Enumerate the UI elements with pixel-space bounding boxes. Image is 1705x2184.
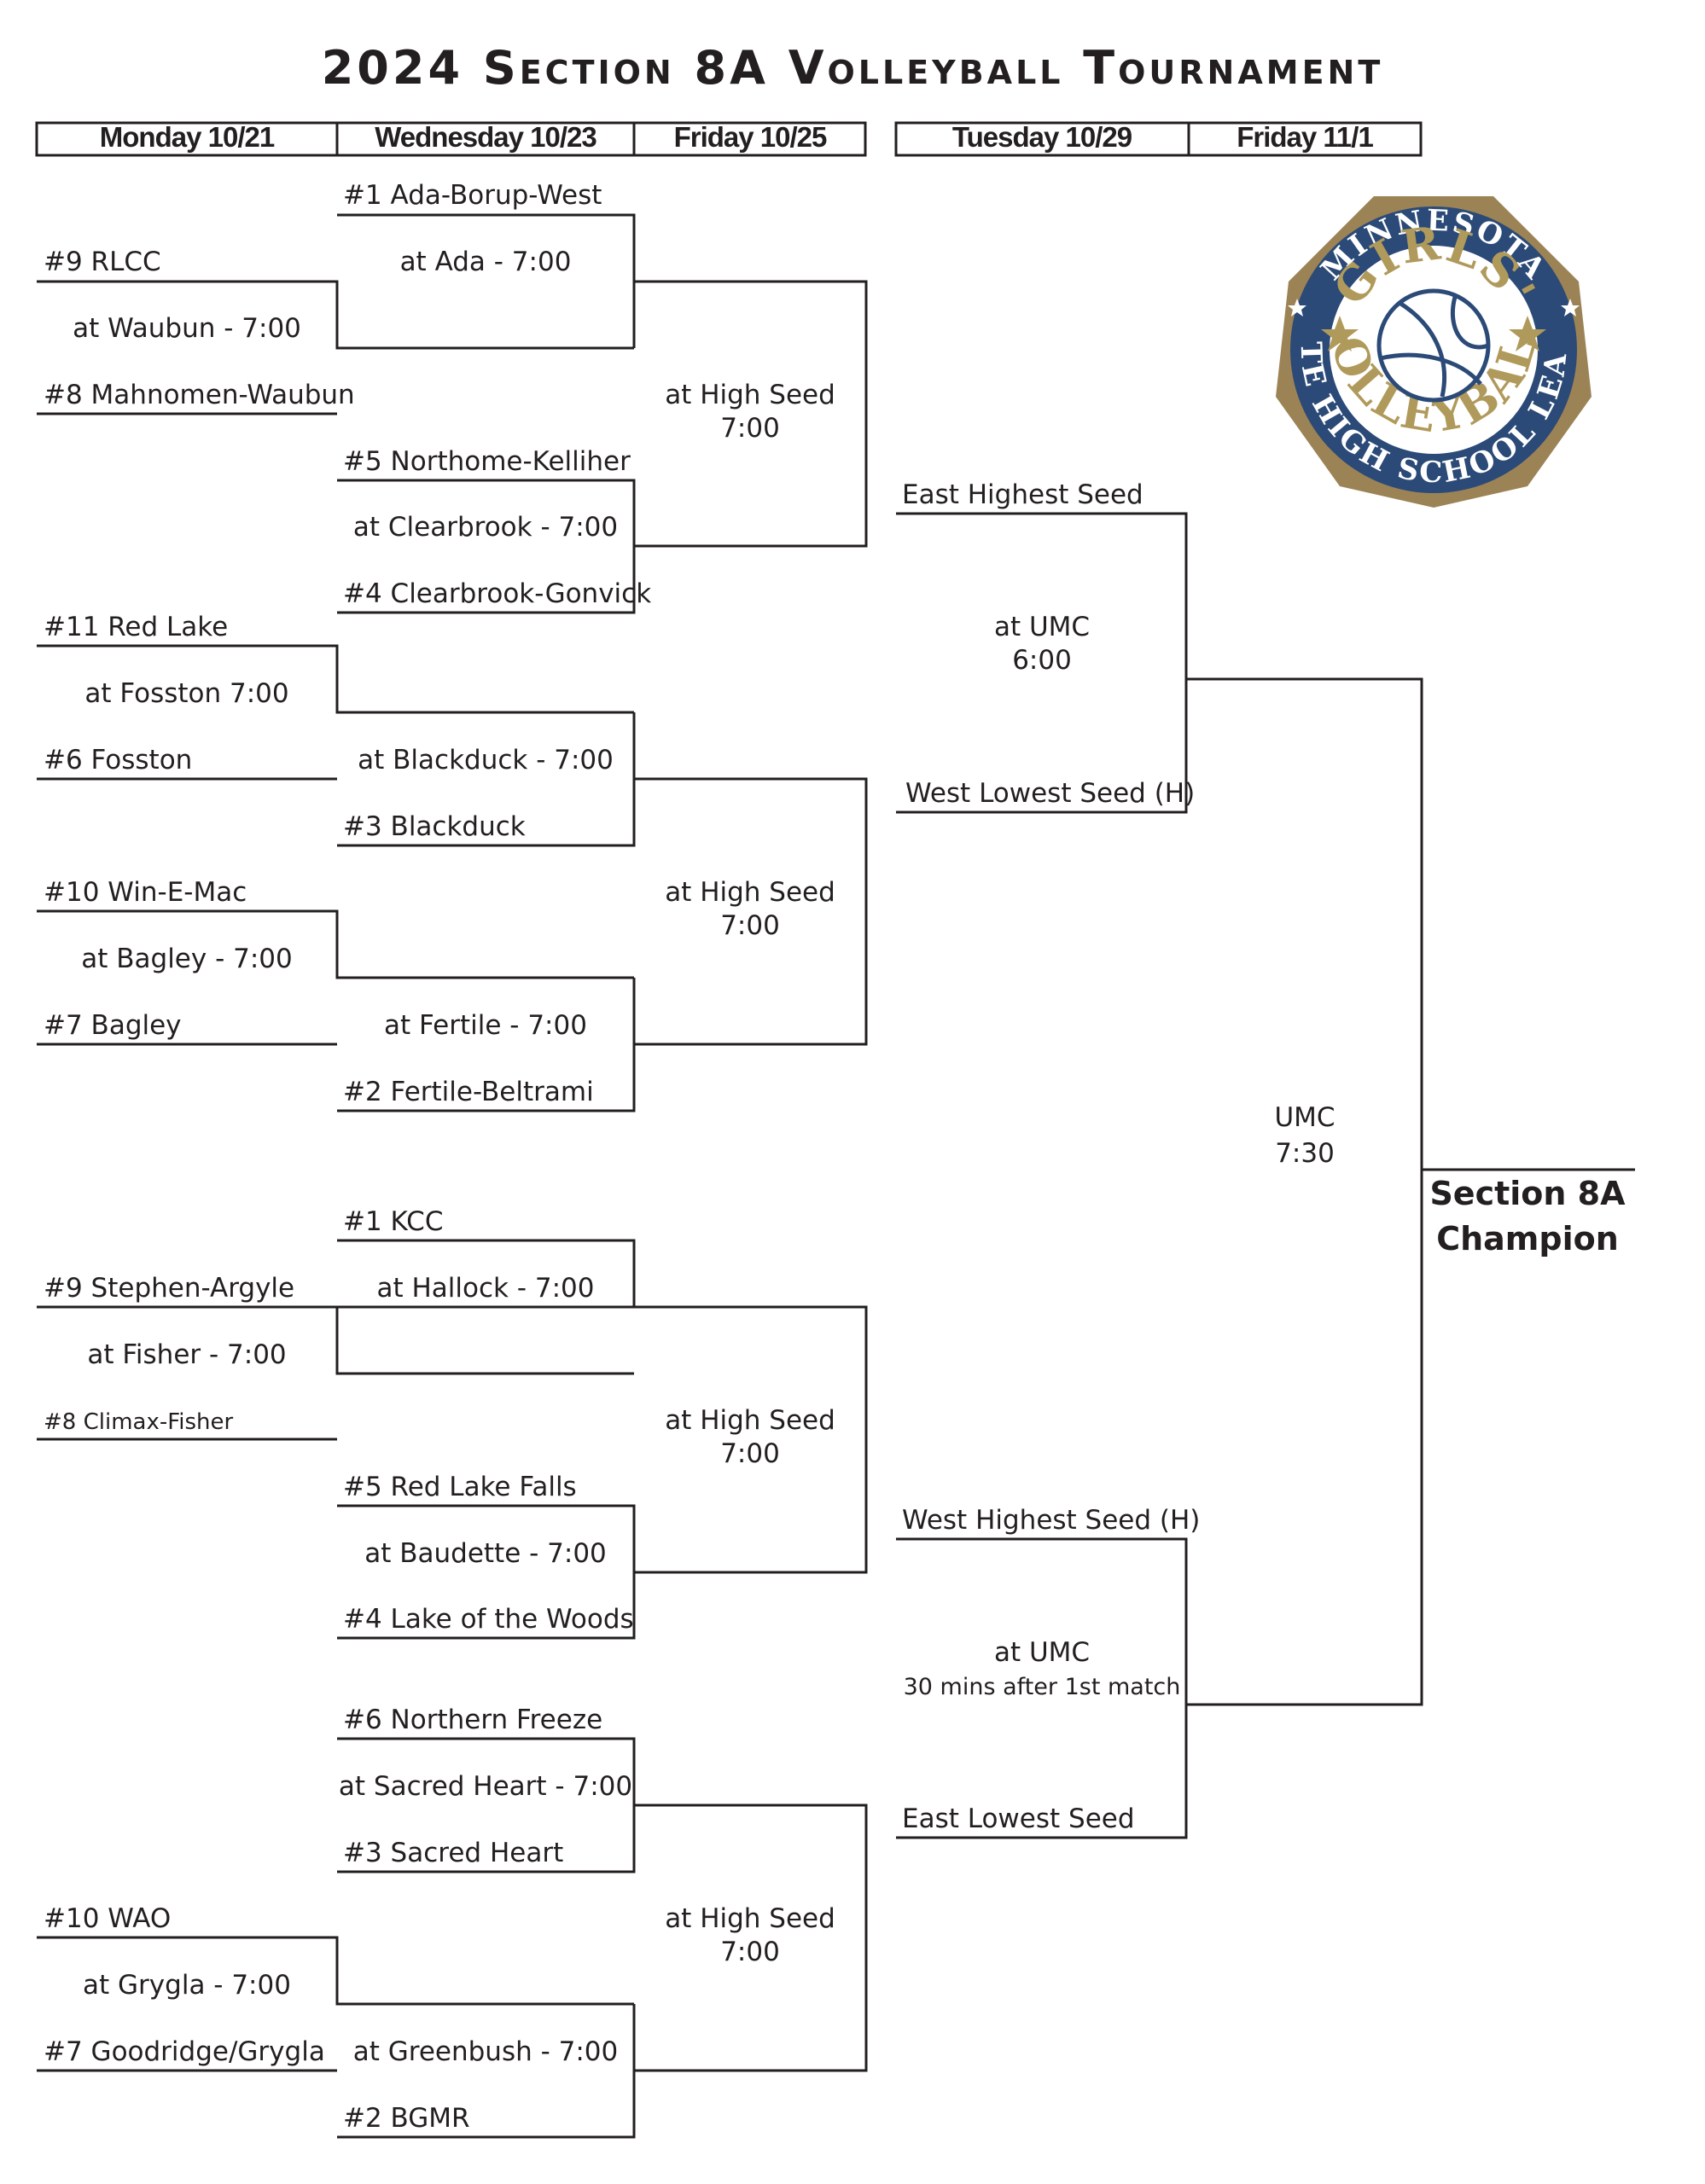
star-icon — [1288, 299, 1306, 317]
bracket-line — [37, 644, 634, 714]
star-icon — [1509, 316, 1546, 351]
semifinal-slot: East Highest Seed — [902, 479, 1143, 510]
bracket-line — [337, 1239, 636, 1309]
team-label: #9 Stephen-Argyle — [44, 1273, 294, 1304]
header-box-right — [894, 121, 1423, 157]
team-label: #3 Blackduck — [343, 811, 526, 842]
team-label: #5 Red Lake Falls — [343, 1472, 577, 1502]
bracket-line — [634, 280, 868, 548]
venue-label: at High Seed — [665, 380, 835, 410]
page-title: 2024 Section 8A Volleyball Tournament — [321, 41, 1384, 95]
semifinal-slot: West Lowest Seed (H) — [905, 778, 1195, 809]
venue-label: at Clearbrook - 7:00 — [353, 512, 618, 543]
venue-label: at Grygla - 7:00 — [83, 1970, 291, 2001]
time-label: 7:00 — [720, 1438, 780, 1469]
bracket-line — [1186, 1168, 1635, 1706]
time-label: 7:00 — [720, 413, 780, 444]
bracket-line — [896, 512, 1188, 814]
champion-label: Champion — [1436, 1220, 1619, 1258]
star-icon — [1561, 299, 1580, 317]
msh-league-logo: MINNESOTA STATE HIGH SCHOOL LEAGUE GIRLS… — [1276, 196, 1592, 508]
team-label: #3 Sacred Heart — [343, 1838, 563, 1868]
venue-label: at Ada - 7:00 — [400, 247, 572, 277]
team-label: #4 Clearbrook-Gonvick — [343, 578, 651, 609]
bracket-line — [337, 2004, 636, 2139]
bracket-line — [634, 1305, 868, 1574]
venue-label: UMC — [1274, 1102, 1335, 1133]
bracket-line — [337, 978, 636, 1112]
venue-label: at Sacred Heart - 7:00 — [339, 1771, 632, 1802]
team-label: #11 Red Lake — [44, 612, 228, 642]
team-label: #10 Win-E-Mac — [44, 877, 247, 908]
team-label: #1 Ada-Borup-West — [343, 180, 602, 211]
semifinal-slot: West Highest Seed (H) — [902, 1505, 1200, 1536]
venue-label: at Greenbush - 7:00 — [353, 2036, 619, 2067]
bracket-line — [337, 1504, 636, 1640]
star-icon — [1321, 316, 1359, 351]
volleyball-icon — [1376, 288, 1491, 403]
team-label: #2 Fertile-Beltrami — [343, 1077, 594, 1107]
header-wednesday: Wednesday 10/23 — [375, 121, 596, 153]
time-label: 6:00 — [1012, 645, 1072, 676]
time-label: 7:00 — [720, 910, 780, 941]
time-label: 30 mins after 1st match — [904, 1674, 1181, 1700]
venue-label: at Fosston 7:00 — [84, 678, 288, 709]
bracket-line — [37, 280, 634, 350]
team-label: #1 KCC — [343, 1206, 443, 1237]
team-label: #8 Mahnomen-Waubun — [44, 380, 355, 410]
bracket-line — [634, 1804, 868, 2072]
header-box-left — [35, 121, 867, 157]
team-label: #8 Climax-Fisher — [44, 1409, 234, 1435]
venue-label: at Fisher - 7:00 — [87, 1339, 286, 1370]
venue-label: at High Seed — [665, 1903, 835, 1934]
bracket-line — [337, 712, 636, 847]
bracket-line — [634, 777, 868, 1046]
venue-label: at Hallock - 7:00 — [376, 1273, 594, 1304]
header-monday: Monday 10/21 — [100, 121, 275, 153]
venue-label: at Waubun - 7:00 — [73, 313, 301, 344]
team-label: #5 Northome-Kelliher — [343, 446, 631, 477]
header-friday-10-25: Friday 10/25 — [674, 121, 827, 153]
bracket-line — [896, 1537, 1188, 1839]
team-label: #4 Lake of the Woods — [343, 1604, 634, 1635]
champion-label: Section 8A — [1429, 1175, 1626, 1212]
time-label: 7:00 — [720, 1937, 780, 1967]
venue-label: at Fertile - 7:00 — [384, 1010, 587, 1041]
venue-label: at High Seed — [665, 877, 835, 908]
semifinal-slot: East Lowest Seed — [902, 1804, 1135, 1834]
team-label: #2 BGMR — [343, 2103, 470, 2134]
header-tuesday: Tuesday 10/29 — [952, 121, 1132, 153]
bracket-line — [1186, 677, 1423, 1170]
header-friday-11-1: Friday 11/1 — [1237, 121, 1373, 153]
venue-label: at High Seed — [665, 1405, 835, 1436]
venue-label: at Bagley - 7:00 — [81, 944, 293, 974]
venue-label: at Blackduck - 7:00 — [358, 745, 614, 775]
team-label: #6 Fosston — [44, 745, 192, 775]
team-label: #7 Bagley — [44, 1010, 182, 1041]
team-label: #7 Goodridge/Grygla — [44, 2036, 325, 2067]
time-label: 7:30 — [1275, 1138, 1335, 1169]
bracket-line — [37, 1936, 634, 2006]
bracket-lines — [35, 121, 1635, 2139]
team-label: #10 WAO — [44, 1903, 171, 1934]
bracket-line — [37, 909, 634, 979]
team-label: #6 Northern Freeze — [343, 1705, 602, 1735]
venue-label: at UMC — [994, 1637, 1090, 1668]
bracket-line — [337, 213, 636, 348]
venue-label: at Baudette - 7:00 — [364, 1538, 607, 1569]
team-label: #9 RLCC — [44, 247, 161, 277]
venue-label: at UMC — [994, 612, 1090, 642]
bracket-line — [37, 1305, 634, 1375]
bracket-line — [337, 479, 636, 614]
